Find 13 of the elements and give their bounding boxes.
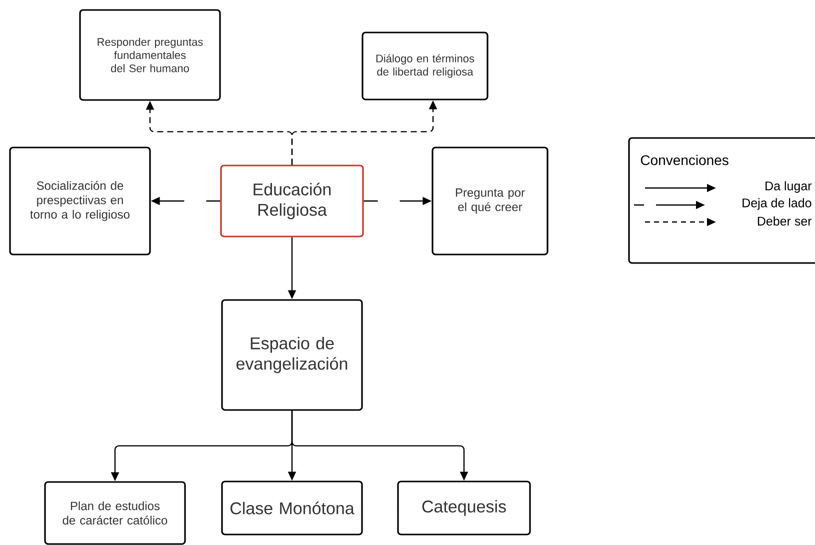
process-box: Espacio de evangelización <box>221 299 363 411</box>
process-box: Diálogo en términos de libertad religiosa <box>362 32 488 100</box>
legend-text: Deber ser <box>758 216 812 226</box>
process-box: Clase Monótona <box>221 480 363 536</box>
legend-text: Da lugar <box>766 181 812 193</box>
process-box: Socialización de prespectiivas en torno a lo religioso <box>9 146 151 256</box>
process-box: Catequesis <box>397 480 531 536</box>
main-topic-box: Educación Religiosa <box>220 164 364 238</box>
process-box: Pregunta por el qué creer <box>432 146 548 256</box>
process-box: Plan de estudios de carácter católico <box>44 481 186 545</box>
process-box: Responder preguntas fundamentales del Ser humano <box>79 9 221 101</box>
legend-title: Convenciones <box>640 154 728 166</box>
legend-text: Deja de lado <box>742 198 812 210</box>
